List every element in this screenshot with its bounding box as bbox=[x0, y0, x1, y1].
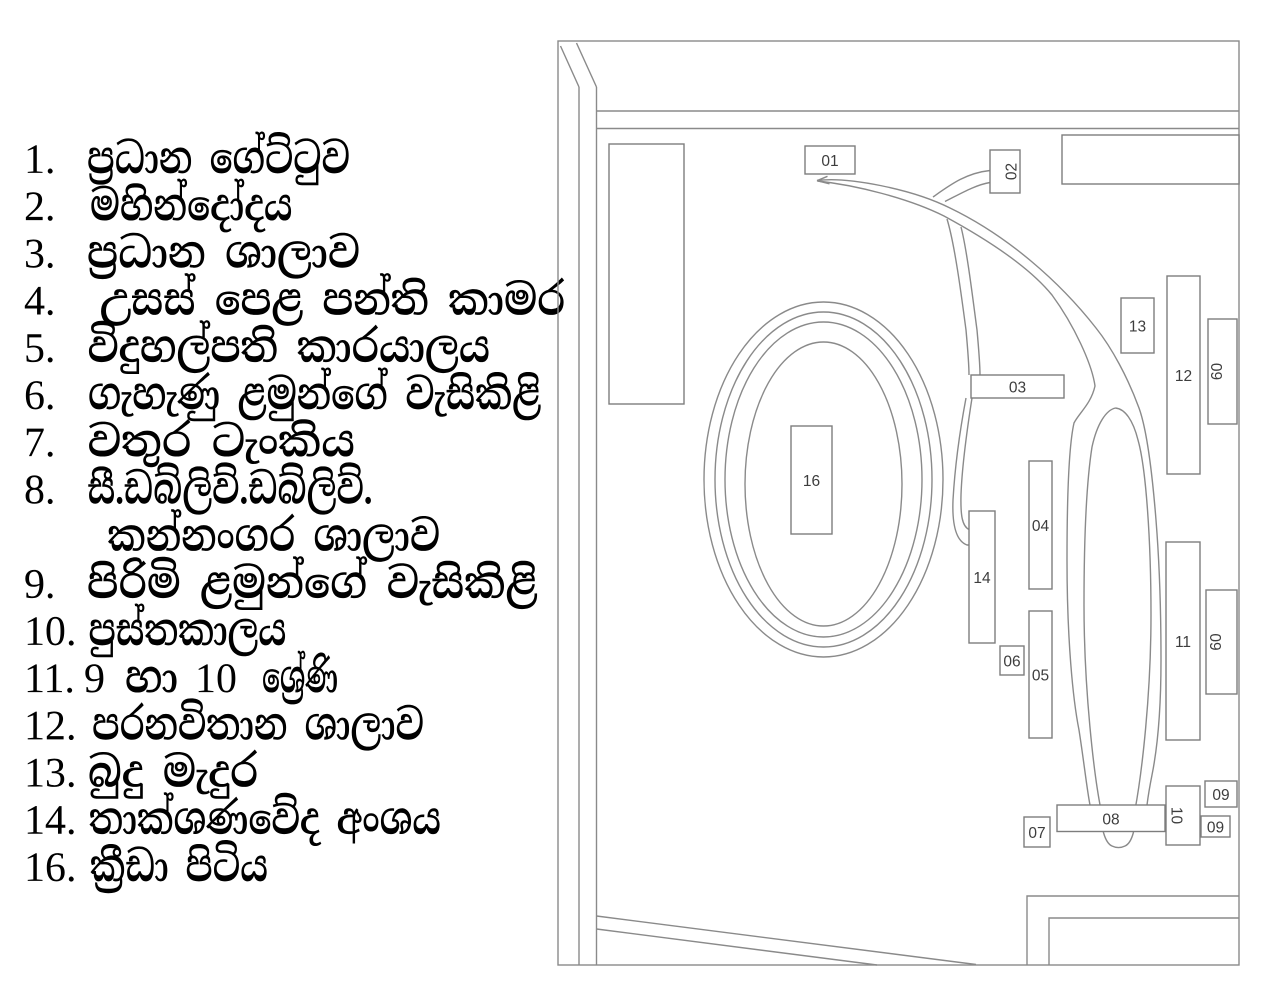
svg-text:10: 10 bbox=[1168, 807, 1185, 825]
svg-text:09: 09 bbox=[1206, 633, 1223, 650]
svg-text:09: 09 bbox=[1207, 363, 1224, 380]
svg-text:04: 04 bbox=[1032, 518, 1050, 535]
svg-text:02: 02 bbox=[1003, 163, 1020, 180]
svg-text:05: 05 bbox=[1032, 668, 1049, 685]
svg-text:09: 09 bbox=[1207, 820, 1224, 837]
svg-text:07: 07 bbox=[1028, 825, 1045, 842]
svg-text:16: 16 bbox=[803, 473, 820, 490]
svg-text:06: 06 bbox=[1003, 654, 1020, 671]
svg-text:09: 09 bbox=[1212, 787, 1229, 804]
svg-text:08: 08 bbox=[1102, 811, 1119, 828]
svg-text:14: 14 bbox=[973, 570, 991, 587]
svg-text:13: 13 bbox=[1129, 319, 1146, 336]
svg-text:12: 12 bbox=[1175, 368, 1192, 385]
svg-text:03: 03 bbox=[1009, 380, 1026, 397]
svg-text:01: 01 bbox=[821, 153, 838, 170]
svg-text:11: 11 bbox=[1175, 634, 1191, 651]
